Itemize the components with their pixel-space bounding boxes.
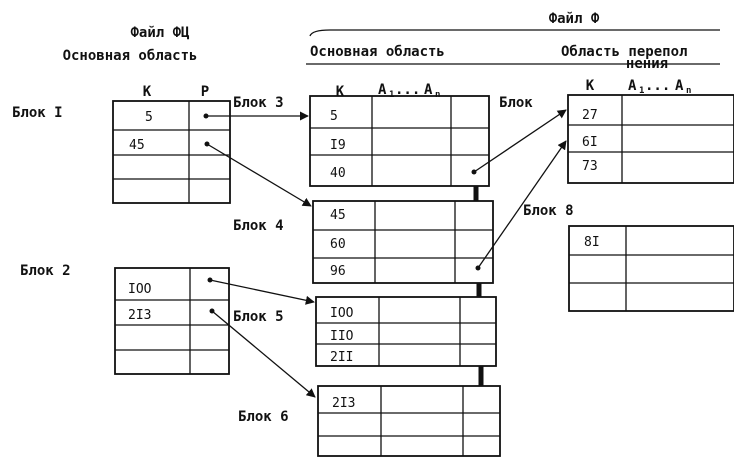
block-2-key-1: IOO	[128, 282, 152, 297]
svg-text:n: n	[435, 90, 440, 100]
block-7-table: 27 6I 73	[567, 94, 734, 184]
col-k-left: K	[143, 84, 152, 100]
svg-text:A: A	[675, 78, 684, 94]
block-8-table: 8I	[568, 225, 734, 312]
block-8-key-1: 8I	[584, 235, 600, 250]
pointer-arrows	[203, 109, 567, 398]
block-4-table: 45 60 96	[312, 200, 494, 284]
f-main-area-title: Основная область	[310, 44, 445, 60]
block-1-label: Блок I	[12, 105, 63, 121]
block-4-key-2: 60	[330, 237, 346, 252]
block-6-label: Блок 6	[238, 409, 289, 425]
block-1-key-2: 45	[129, 138, 145, 153]
fc-main-area-title: Основная область	[63, 48, 198, 64]
file-f-title: Файл Ф	[549, 11, 600, 27]
svg-text:A: A	[424, 82, 433, 98]
file-fc-title: Файл ФЦ	[130, 25, 190, 41]
block-5-key-3: 2II	[330, 350, 353, 365]
block-7-label: Блок	[499, 95, 533, 111]
block-5-label: Блок 5	[233, 309, 284, 325]
col-k-main: K	[336, 84, 345, 100]
block-6-table: 2I3	[317, 385, 501, 457]
col-attrs-main: A 1 ... A n	[378, 82, 440, 100]
block-7-key-1: 27	[582, 108, 598, 123]
col-p-left: P	[201, 84, 209, 100]
block-1-table: 5 45	[112, 100, 231, 204]
svg-text:n: n	[686, 86, 691, 96]
file-f-brace	[309, 29, 720, 37]
block-5-key-2: IIO	[330, 329, 354, 344]
overflow-area-title: Область перепол	[561, 44, 687, 60]
svg-text:...: ...	[645, 78, 670, 94]
block-2-key-2: 2I3	[128, 308, 151, 323]
block-7-key-3: 73	[582, 159, 598, 174]
block-6-key-1: 2I3	[332, 396, 355, 411]
col-k-overflow: K	[586, 78, 595, 94]
block-3-label: Блок 3	[233, 95, 284, 111]
block-2-label: Блок 2	[20, 263, 71, 279]
svg-text:...: ...	[395, 82, 420, 98]
svg-text:1: 1	[639, 86, 644, 96]
block-3-table: 5 I9 40	[309, 95, 490, 187]
block-8-label: Блок 8	[523, 203, 574, 219]
block-7-key-2: 6I	[582, 135, 598, 150]
block-4-label: Блок 4	[233, 218, 284, 234]
svg-text:1: 1	[389, 90, 394, 100]
block-3-key-2: I9	[330, 138, 346, 153]
block-2-table: IOO 2I3	[114, 267, 230, 375]
block-1-key-1: 5	[145, 110, 153, 125]
svg-text:A: A	[628, 78, 637, 94]
block-5-table: IOO IIO 2II	[315, 296, 497, 367]
block-5-key-1: IOO	[330, 306, 354, 321]
block-4-key-1: 45	[330, 208, 346, 223]
block-4-key-3: 96	[330, 264, 346, 279]
block-3-key-1: 5	[330, 109, 338, 124]
svg-text:A: A	[378, 82, 387, 98]
col-attrs-overflow: A 1 ... A n	[628, 78, 691, 96]
block-3-key-3: 40	[330, 166, 346, 181]
